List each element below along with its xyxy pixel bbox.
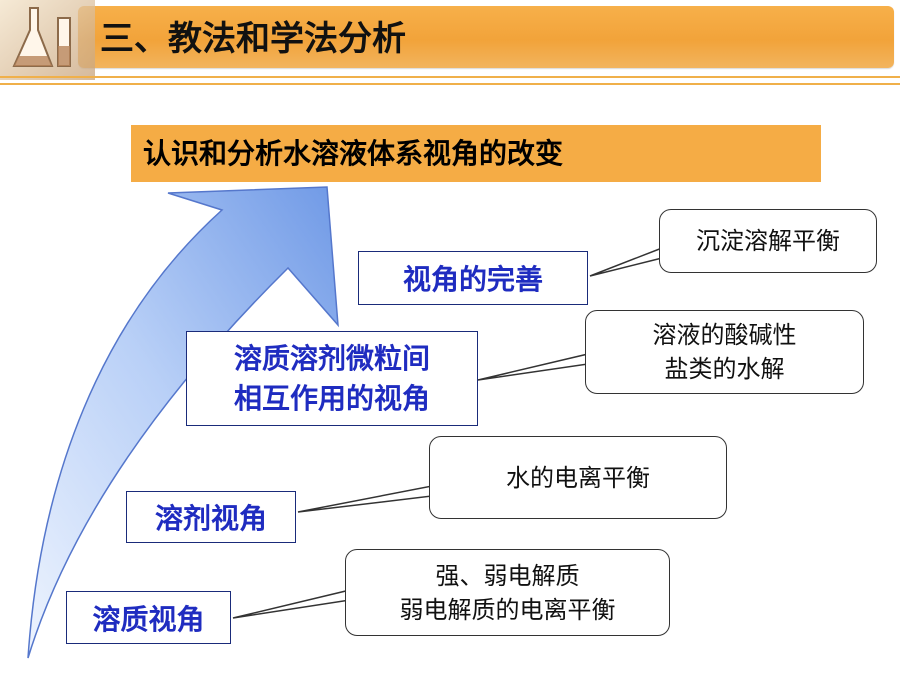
level-label: 溶剂视角 [154,502,267,535]
lab-flask-logo-icon [0,0,95,80]
level-box-solute: 溶质视角 [66,591,231,644]
callout-line-1: 溶液的酸碱性 [652,321,797,349]
slide-title: 三、教法和学法分析 [100,19,406,59]
header-divider [0,76,900,78]
callout-pointer-water [297,485,433,513]
header-divider-secondary [0,83,900,85]
callout-line-1: 强、弱电解质 [435,561,580,590]
callout-water: 水的电离平衡 [429,436,727,519]
level-box-perfect: 视角的完善 [358,251,588,305]
callout-line-2: 弱电解质的电离平衡 [399,595,616,624]
level-label-line-1: 溶质溶剂微粒间 [233,341,430,375]
callout-line-1: 沉淀溶解平衡 [696,227,840,255]
level-box-solvent: 溶剂视角 [126,491,296,543]
callout-pointer-acidity [477,353,589,381]
header-bar [78,6,894,68]
callout-electrolyte: 强、弱电解质 弱电解质的电离平衡 [345,549,670,636]
banner-box [131,125,821,182]
banner-text: 认识和分析水溶液体系视角的改变 [143,137,564,170]
callout-acidity: 溶液的酸碱性 盐类的水解 [585,310,864,394]
callout-line-1: 水的电离平衡 [506,463,650,492]
level-box-interaction: 溶质溶剂微粒间 相互作用的视角 [186,331,478,426]
callout-pointer-electrolyte [232,589,351,619]
callout-line-2: 盐类的水解 [664,355,785,383]
callout-precipitation: 沉淀溶解平衡 [659,209,877,273]
progress-arrow-icon [27,186,339,659]
level-label: 视角的完善 [402,263,543,296]
level-label-line-2: 相互作用的视角 [233,381,430,415]
callout-pointer-precipitation [589,246,663,277]
level-label: 溶质视角 [92,602,205,636]
